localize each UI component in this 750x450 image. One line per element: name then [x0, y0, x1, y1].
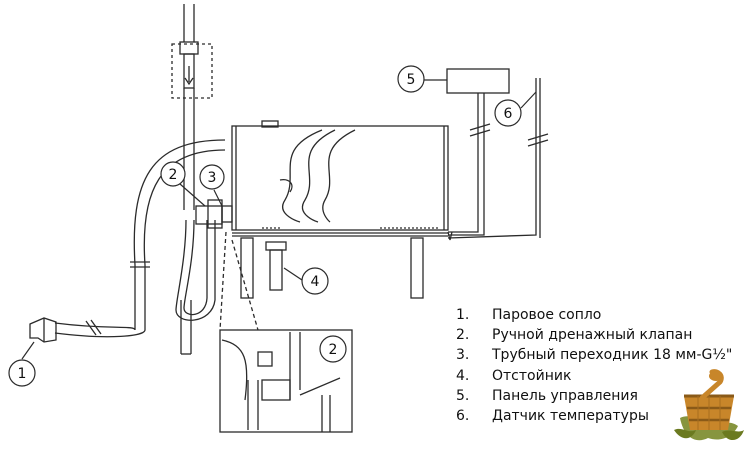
legend-item: 2. Ручной дренажный клапан	[456, 325, 732, 345]
legend-number: 4.	[456, 367, 470, 384]
legend-label: Панель управления	[492, 387, 638, 404]
legend-item: 3. Трубный переходник 18 мм-G½"	[456, 345, 732, 365]
legend-label: Ручной дренажный клапан	[492, 327, 693, 344]
steam-nozzle	[29, 317, 57, 343]
legend-number: 5.	[456, 387, 470, 404]
svg-text:2: 2	[329, 342, 338, 358]
steam-generator	[231, 120, 453, 241]
legend-label: Паровое сопло	[492, 307, 602, 323]
control-wiring	[446, 68, 549, 239]
steam-hose	[54, 139, 226, 338]
legend-item: 6. Датчик температуры	[456, 406, 732, 426]
legend-number: 6.	[456, 408, 470, 425]
parts-legend: 1. Паровое сопло 2. Ручной дренажный клапа…	[456, 305, 732, 426]
legend-number: 1.	[456, 307, 470, 323]
svg-text:4: 4	[311, 274, 320, 290]
legend-label: Датчик температуры	[492, 408, 649, 425]
svg-text:3: 3	[208, 170, 217, 186]
svg-text:5: 5	[407, 72, 416, 88]
legend-number: 2.	[456, 327, 470, 344]
callout-5: 5	[397, 65, 447, 93]
detail-inset	[219, 231, 353, 433]
svg-text:1: 1	[18, 366, 27, 382]
legend-item: 4. Отстойник	[456, 366, 732, 386]
sauna-bucket-logo-icon	[674, 369, 744, 441]
svg-text:2: 2	[169, 167, 178, 183]
drain-hose	[175, 219, 216, 321]
callout-1: 1	[8, 341, 36, 387]
callout-2: 2	[160, 161, 206, 207]
callout-3: 3	[199, 164, 225, 207]
legend-number: 3.	[456, 347, 470, 364]
callout-4: 4	[283, 267, 329, 295]
drain-valve	[195, 199, 233, 229]
callout-6: 6	[494, 91, 537, 127]
legend-label: Трубный переходник 18 мм-G½"	[492, 347, 733, 364]
legend-label: Отстойник	[492, 367, 572, 384]
sediment-trap	[265, 241, 287, 291]
callout-2-inset: 2	[319, 335, 347, 363]
wall-brackets	[240, 237, 424, 299]
legend-item: 1. Паровое сопло	[456, 305, 732, 325]
svg-text:6: 6	[504, 106, 513, 122]
legend-item: 5. Панель управления	[456, 386, 732, 406]
water-supply-pipe	[171, 4, 213, 355]
